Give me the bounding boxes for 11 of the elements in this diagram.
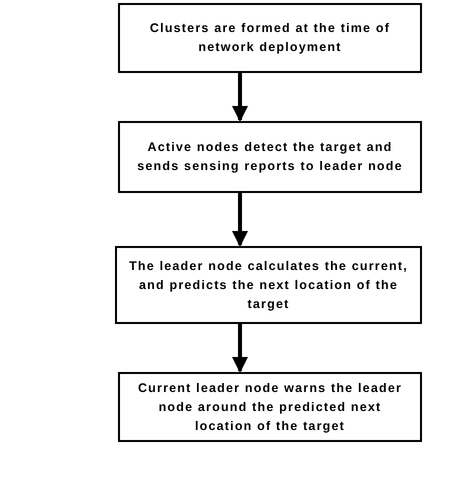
process-box xyxy=(115,246,422,324)
box-text: Active nodes detect the target and sends sensing reports to leader node xyxy=(136,139,404,175)
arrow xyxy=(232,324,248,373)
process-box xyxy=(118,372,422,442)
box-text: The leader node calculates the current, and predicts the next location of the target xyxy=(128,258,409,313)
arrow xyxy=(232,73,248,122)
process-box xyxy=(118,121,422,193)
arrow xyxy=(232,193,248,247)
process-box xyxy=(118,3,422,73)
box-text: Current leader node warns the leader node around the predicted next location of the target xyxy=(136,380,404,435)
box-text: Clusters are formed at the time of network deployment xyxy=(148,20,392,56)
